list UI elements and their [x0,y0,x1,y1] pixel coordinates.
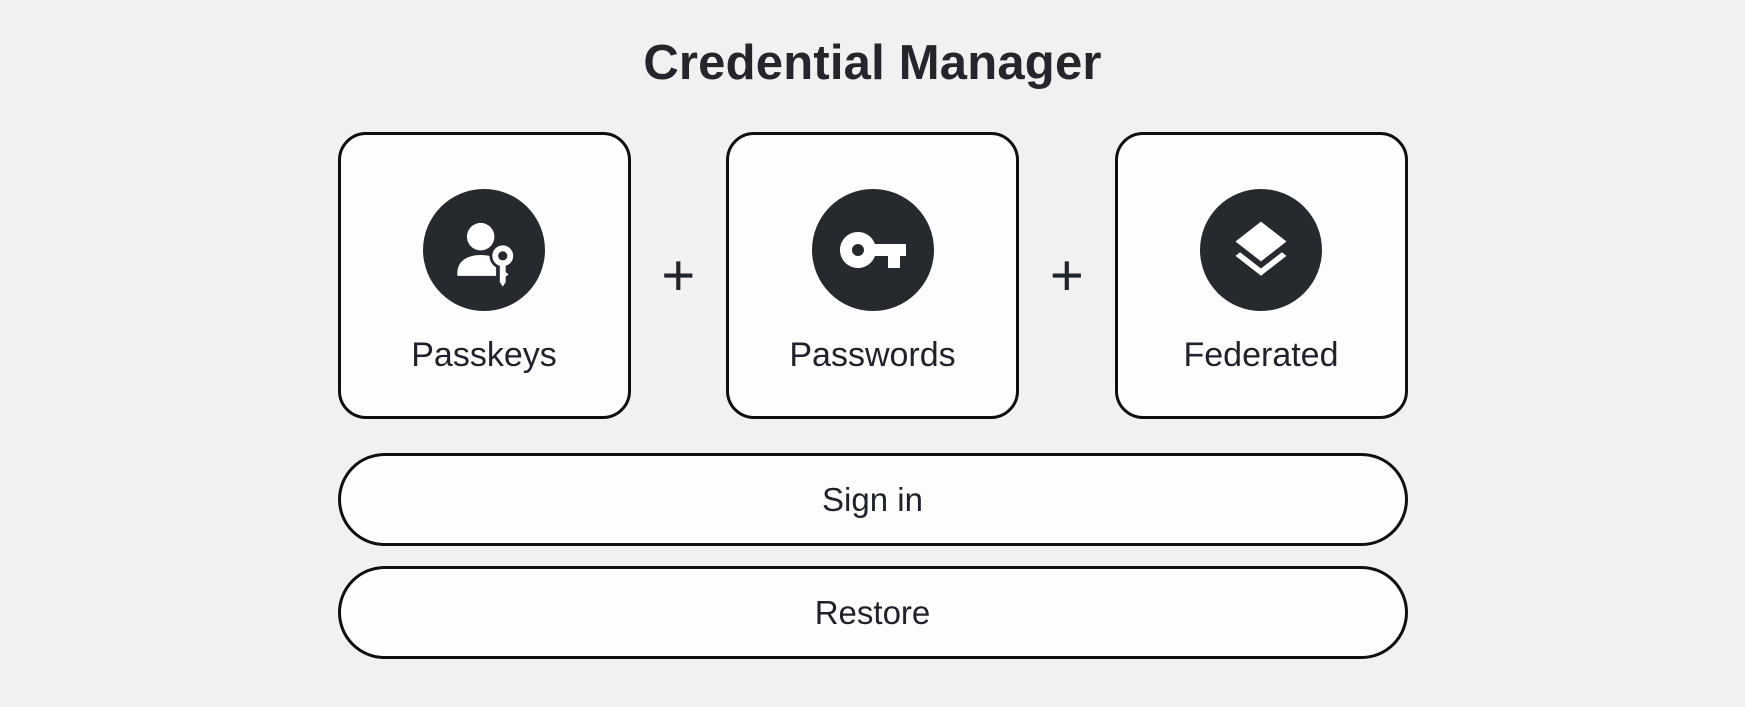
layers-icon [1235,221,1287,276]
card-passkeys[interactable]: Passkeys [337,132,631,419]
sign-in-button[interactable]: Sign in [337,453,1408,546]
credential-types-row: Passkeys + Passwords + [337,132,1408,419]
app-container: Credential Manager Passkeys + [337,0,1408,659]
page-title: Credential Manager [643,36,1102,90]
passkey-icon-circle [423,189,545,311]
key-icon [839,232,906,268]
passkey-icon [457,222,517,287]
federated-icon-circle [1200,189,1322,311]
card-federated[interactable]: Federated [1114,132,1408,419]
card-label-passwords: Passwords [789,336,956,374]
password-icon-circle [811,189,934,311]
card-label-passkeys: Passkeys [411,336,557,374]
restore-button[interactable]: Restore [337,566,1408,659]
plus-separator-1: + [661,243,696,308]
plus-separator-2: + [1049,243,1084,308]
card-label-federated: Federated [1183,336,1339,374]
card-passwords[interactable]: Passwords [726,132,1019,419]
